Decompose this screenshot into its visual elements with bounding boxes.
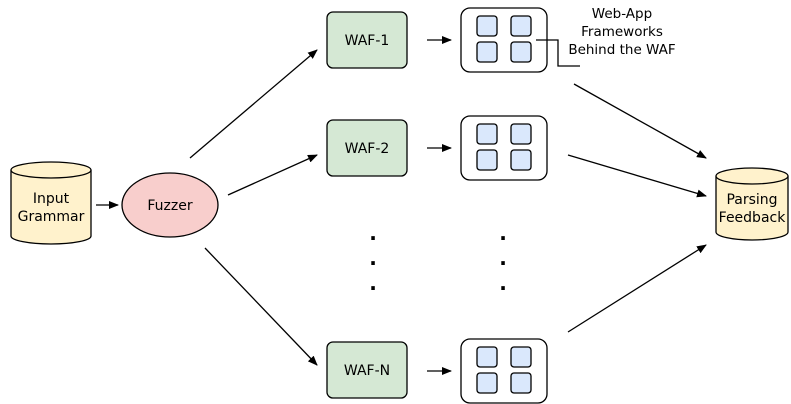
arrow-fuzzer-to-waf2 (227, 154, 318, 196)
waf-n-label: WAF-N (344, 363, 390, 379)
framework-group-n (460, 338, 548, 404)
input-grammar-label-line2: Grammar (18, 209, 85, 225)
arrow-framework2-to-feedback (567, 154, 707, 198)
framework-tile (476, 346, 498, 368)
arrow-fuzzer-to-wafn (204, 247, 318, 366)
arrow-framework1-to-feedback (573, 83, 707, 159)
ellipsis-dot: . (369, 271, 377, 295)
framework-ellipsis: . . . (499, 221, 507, 295)
framework-tile (476, 123, 498, 145)
framework-tile (510, 149, 532, 171)
waf-ellipsis: . . . (369, 221, 377, 295)
arrow-fuzzer-to-waf1 (189, 49, 318, 159)
parsing-feedback-label-line2: Feedback (719, 210, 787, 226)
input-grammar-label-line1: Input (33, 191, 70, 207)
arrow-frameworkn-to-feedback (567, 244, 707, 333)
framework-tile (510, 346, 532, 368)
waf-n-node: WAF-N (326, 341, 408, 399)
waf-1-label: WAF-1 (345, 33, 390, 49)
ellipsis-dot: . (369, 246, 377, 270)
fuzzer-label: Fuzzer (147, 198, 192, 214)
framework-tile (510, 123, 532, 145)
ellipsis-dot: . (499, 271, 507, 295)
framework-tile (476, 372, 498, 394)
annotation-line3: Behind the WAF (568, 42, 675, 58)
ellipsis-dot: . (369, 221, 377, 245)
waf-1-node: WAF-1 (326, 11, 408, 69)
framework-tile (510, 372, 532, 394)
parsing-feedback-label-line1: Parsing (726, 192, 777, 208)
framework-tile (510, 15, 532, 37)
ellipsis-dot: . (499, 246, 507, 270)
ellipsis-dot: . (499, 221, 507, 245)
parsing-feedback-node: Parsing Feedback (715, 167, 789, 241)
waf-2-node: WAF-2 (326, 119, 408, 177)
framework-tile (510, 41, 532, 63)
framework-tile (476, 41, 498, 63)
annotation-callout-line (536, 39, 580, 67)
annotation-line2: Frameworks (581, 24, 663, 40)
framework-group-1 (460, 7, 548, 73)
annotation-line1: Web-App (592, 6, 652, 22)
fuzzer-node: Fuzzer (121, 172, 219, 238)
input-grammar-node: Input Grammar (10, 161, 92, 245)
framework-group-2 (460, 115, 548, 181)
framework-tile (476, 15, 498, 37)
framework-tile (476, 149, 498, 171)
annotation-text: Web-App Frameworks Behind the WAF (568, 6, 675, 58)
waf-2-label: WAF-2 (345, 141, 390, 157)
